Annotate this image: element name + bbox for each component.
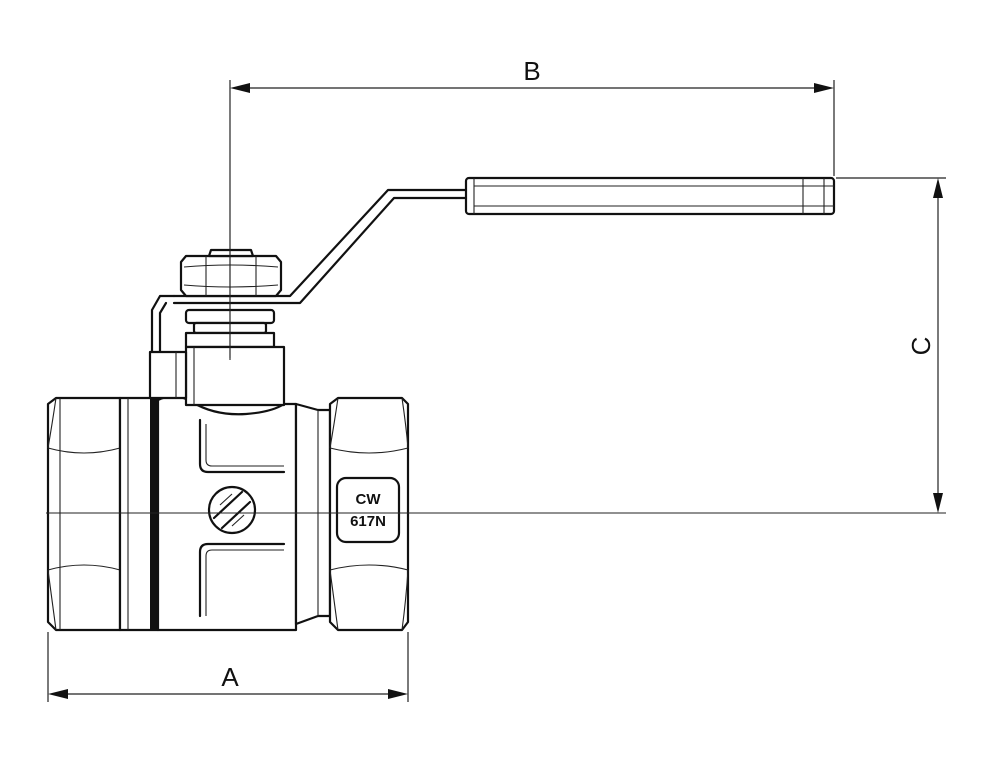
material-marking-line2: 617N <box>350 513 386 530</box>
lever-handle <box>150 176 836 354</box>
center-lines <box>46 80 946 514</box>
dimension-b: B <box>230 56 835 176</box>
manufacturer-logo-icon <box>207 485 257 535</box>
dimension-b-label: B <box>523 56 540 86</box>
dimension-c: C <box>836 177 946 513</box>
dimension-c-label: C <box>906 337 936 356</box>
stem-nut <box>179 248 283 349</box>
material-marking-line1: CW <box>356 491 382 508</box>
dimension-a: A <box>47 632 409 702</box>
dimension-a-label: A <box>221 662 239 692</box>
valve-body: CW 617N <box>46 345 410 632</box>
